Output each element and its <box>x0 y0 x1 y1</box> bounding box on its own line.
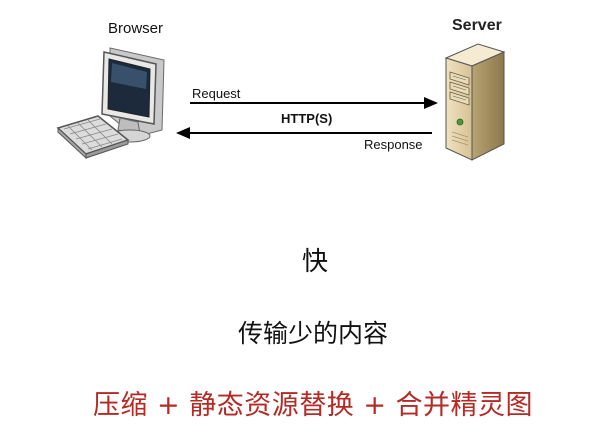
headline: 快 <box>301 247 328 277</box>
server-tower-icon <box>444 43 506 161</box>
browser-label: Browser <box>108 20 164 37</box>
response-label: Response <box>364 137 423 152</box>
request-label: Request <box>192 86 241 101</box>
arrow-right-icon <box>190 97 438 109</box>
techniques-text: 压缩 + 静态资源替换 + 合并精灵图 <box>92 390 534 421</box>
arrow-left-icon <box>176 127 432 139</box>
subheading: 传输少的内容 <box>237 319 388 348</box>
computer-icon <box>56 47 165 160</box>
protocol-label: HTTP(S) <box>281 111 333 126</box>
server-label: Server <box>452 17 502 34</box>
